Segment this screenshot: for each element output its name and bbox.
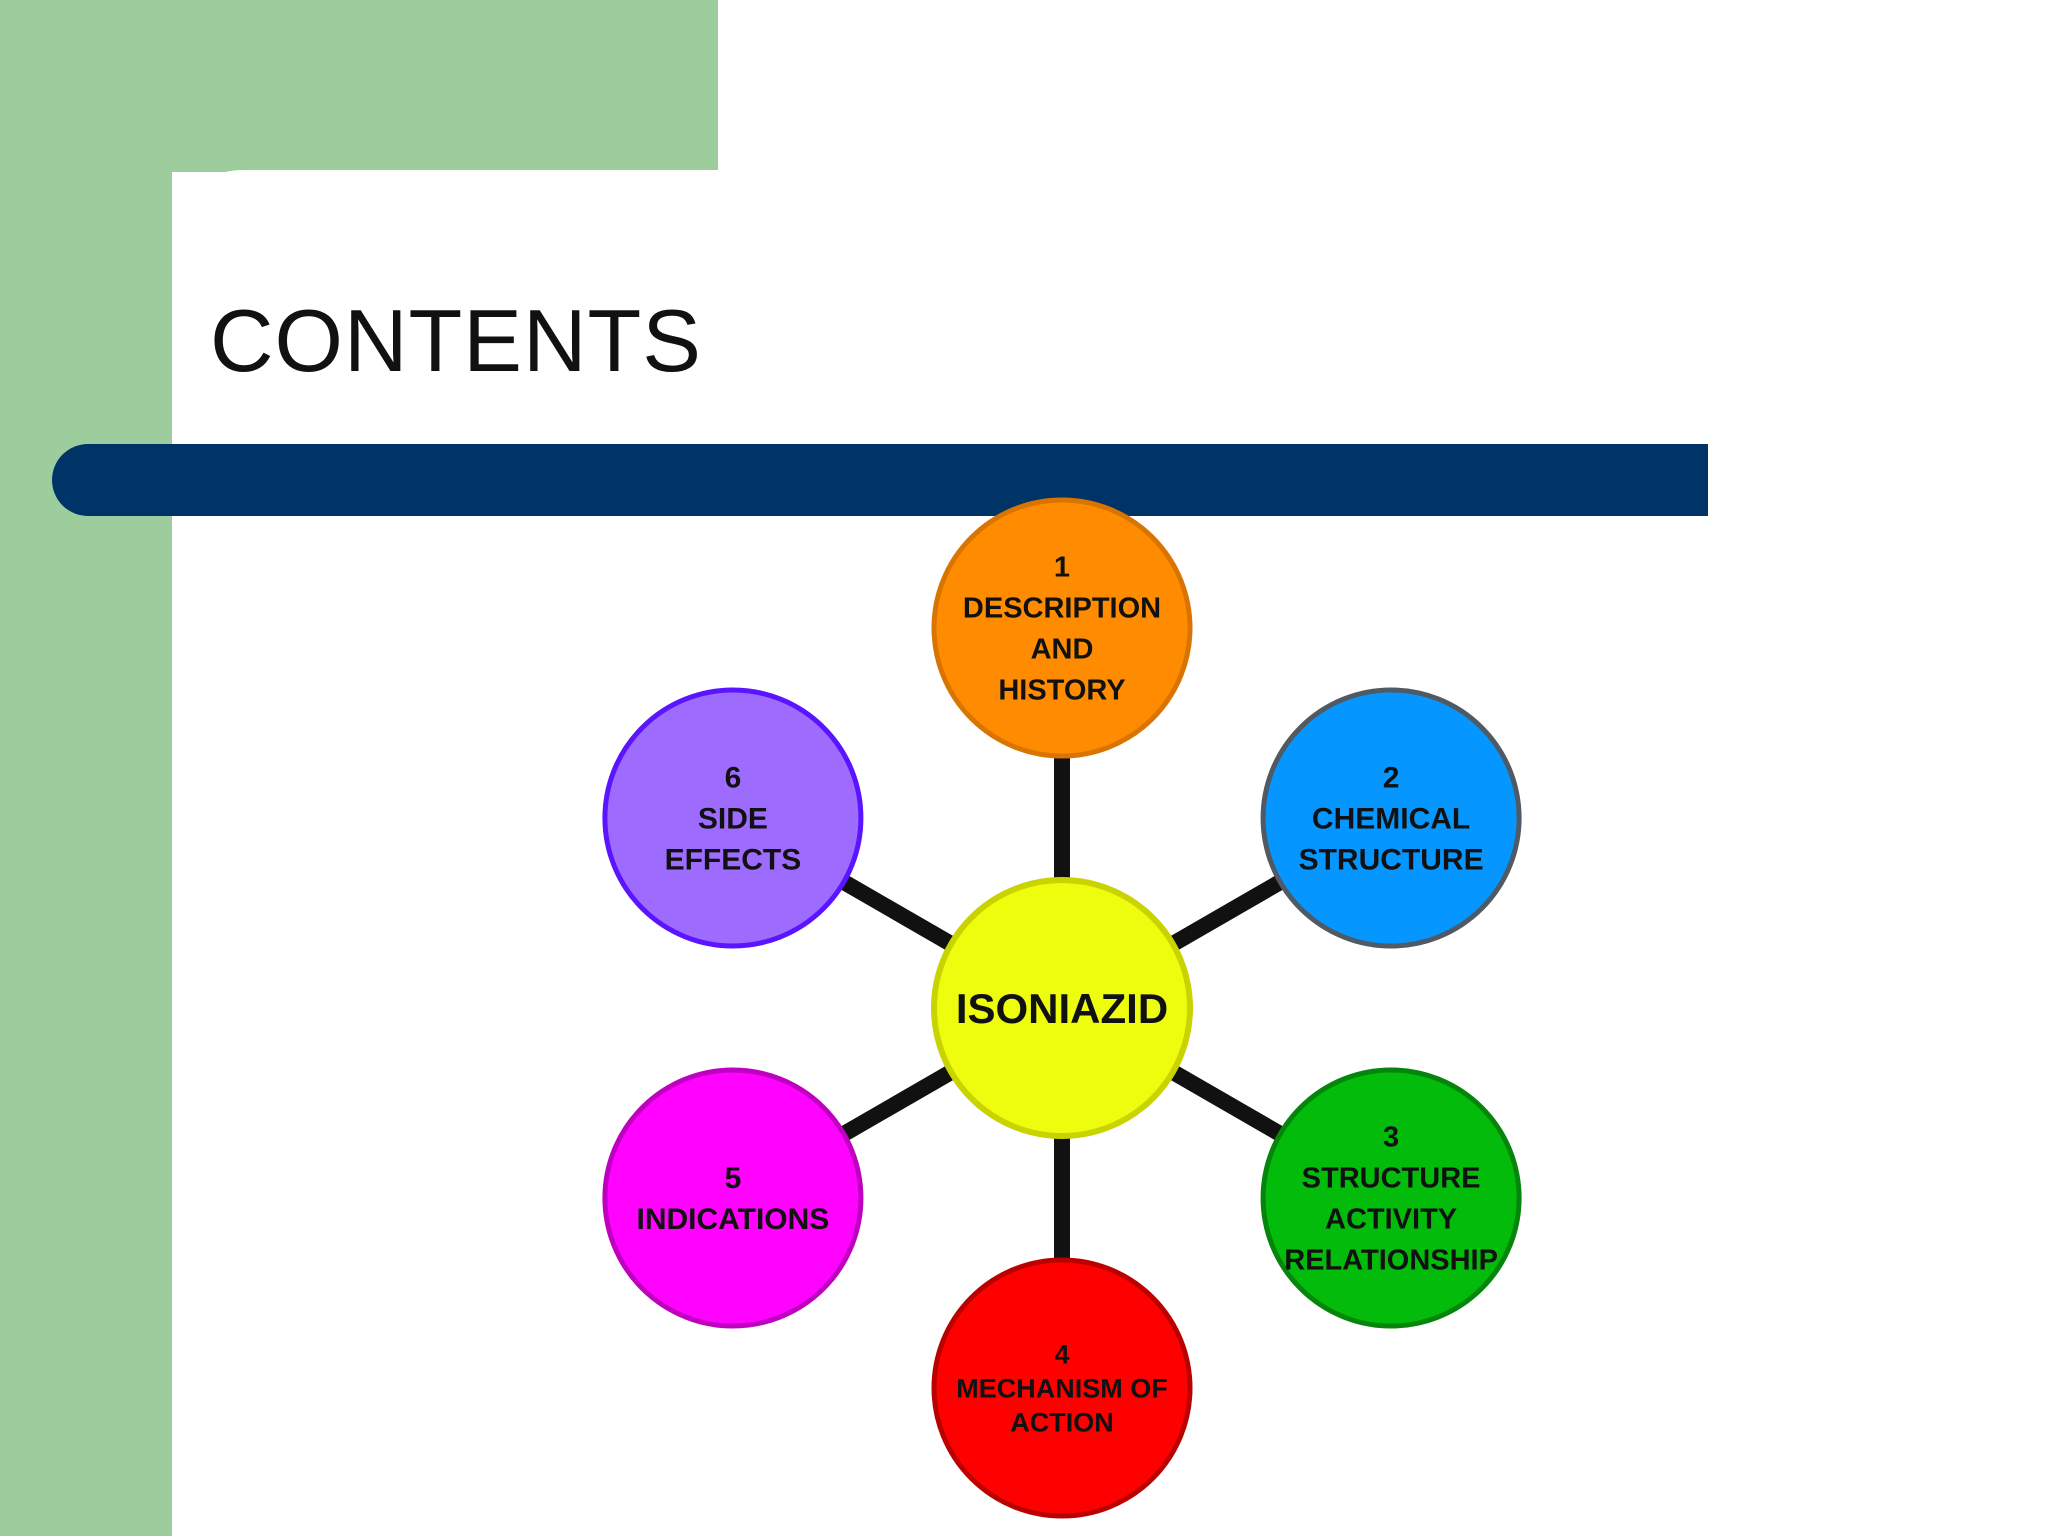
center-node-label: ISONIAZID [956, 985, 1168, 1032]
node-2-label-line: STRUCTURE [1299, 844, 1484, 877]
node-3-label-line: 3 [1383, 1122, 1399, 1154]
node-3-label-line: ACTIVITY [1325, 1204, 1457, 1236]
node-4-circle [931, 1257, 1193, 1519]
node-6-label-line: 6 [725, 762, 742, 795]
node-3-label-line: RELATIONSHIP [1284, 1245, 1498, 1277]
green-side-bar [0, 0, 172, 1536]
node-2-circle [1260, 687, 1522, 949]
node-2-label-line: CHEMICAL [1312, 803, 1470, 836]
node-5-label-line: INDICATIONS [637, 1203, 830, 1236]
node-1-circle [931, 497, 1193, 759]
node-4-label-line: ACTION [1010, 1407, 1114, 1437]
node-1-label-line: HISTORY [998, 675, 1125, 707]
title-underline-bar [52, 444, 1708, 516]
node-4-label-line: MECHANISM OF [956, 1373, 1168, 1403]
node-5-label-line: 5 [725, 1162, 742, 1195]
node-5-circle [602, 1067, 864, 1329]
node-3-circle [1260, 1067, 1522, 1329]
page-title: CONTENTS [210, 291, 702, 390]
node-1-label-line: 1 [1054, 552, 1070, 584]
node-1-label-line: AND [1031, 634, 1094, 666]
node-2-label-line: 2 [1383, 762, 1400, 795]
center-node-circle [931, 877, 1193, 1139]
node-6-label-line: EFFECTS [665, 844, 802, 877]
center-node: ISONIAZID [931, 877, 1193, 1139]
node-3-label-line: STRUCTURE [1302, 1163, 1481, 1195]
node-6-circle [602, 687, 864, 949]
node-1-label-line: DESCRIPTION [963, 593, 1161, 625]
node-4-label-line: 4 [1054, 1339, 1069, 1369]
node-6-label-line: SIDE [698, 803, 768, 836]
